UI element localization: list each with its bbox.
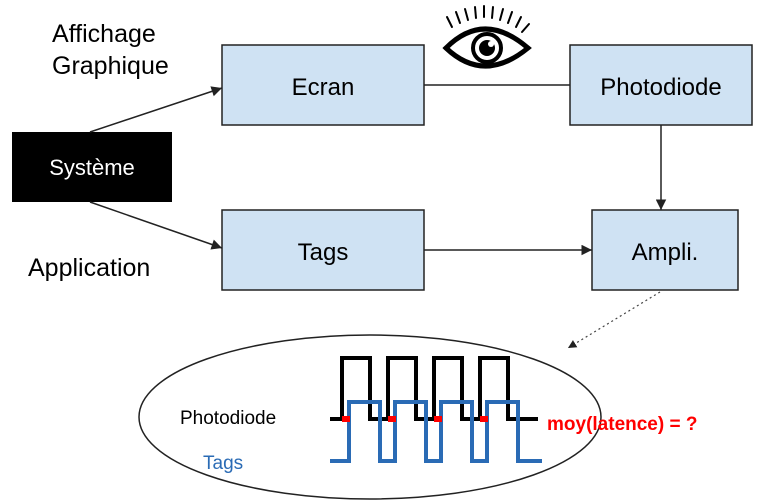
tags-signal-label: Tags — [203, 453, 243, 474]
latency-markers — [342, 416, 488, 422]
photodiode-signal-label: Photodiode — [180, 408, 276, 429]
ampli-label: Ampli. — [632, 239, 699, 266]
systeme-box — [12, 132, 172, 202]
photodiode-box-label: Photodiode — [600, 74, 721, 101]
tags-box-label: Tags — [298, 239, 349, 266]
tags-signal-trace — [330, 400, 542, 463]
ecran-box — [221, 44, 425, 126]
application-label: Application — [28, 254, 150, 282]
dotted-arrow-ampli-detail — [567, 291, 661, 349]
affichage-label-line2: Graphique — [52, 52, 169, 80]
arrow-systeme-tags — [89, 201, 223, 250]
eye-icon — [442, 5, 532, 69]
latency-result-label: moy(latence) = ? — [547, 414, 697, 435]
ampli-box — [591, 209, 739, 291]
arrow-systeme-ecran — [89, 86, 223, 133]
affichage-label-line1: Affichage — [52, 20, 156, 48]
ecran-label: Ecran — [292, 74, 355, 101]
systeme-label: Système — [49, 155, 135, 180]
